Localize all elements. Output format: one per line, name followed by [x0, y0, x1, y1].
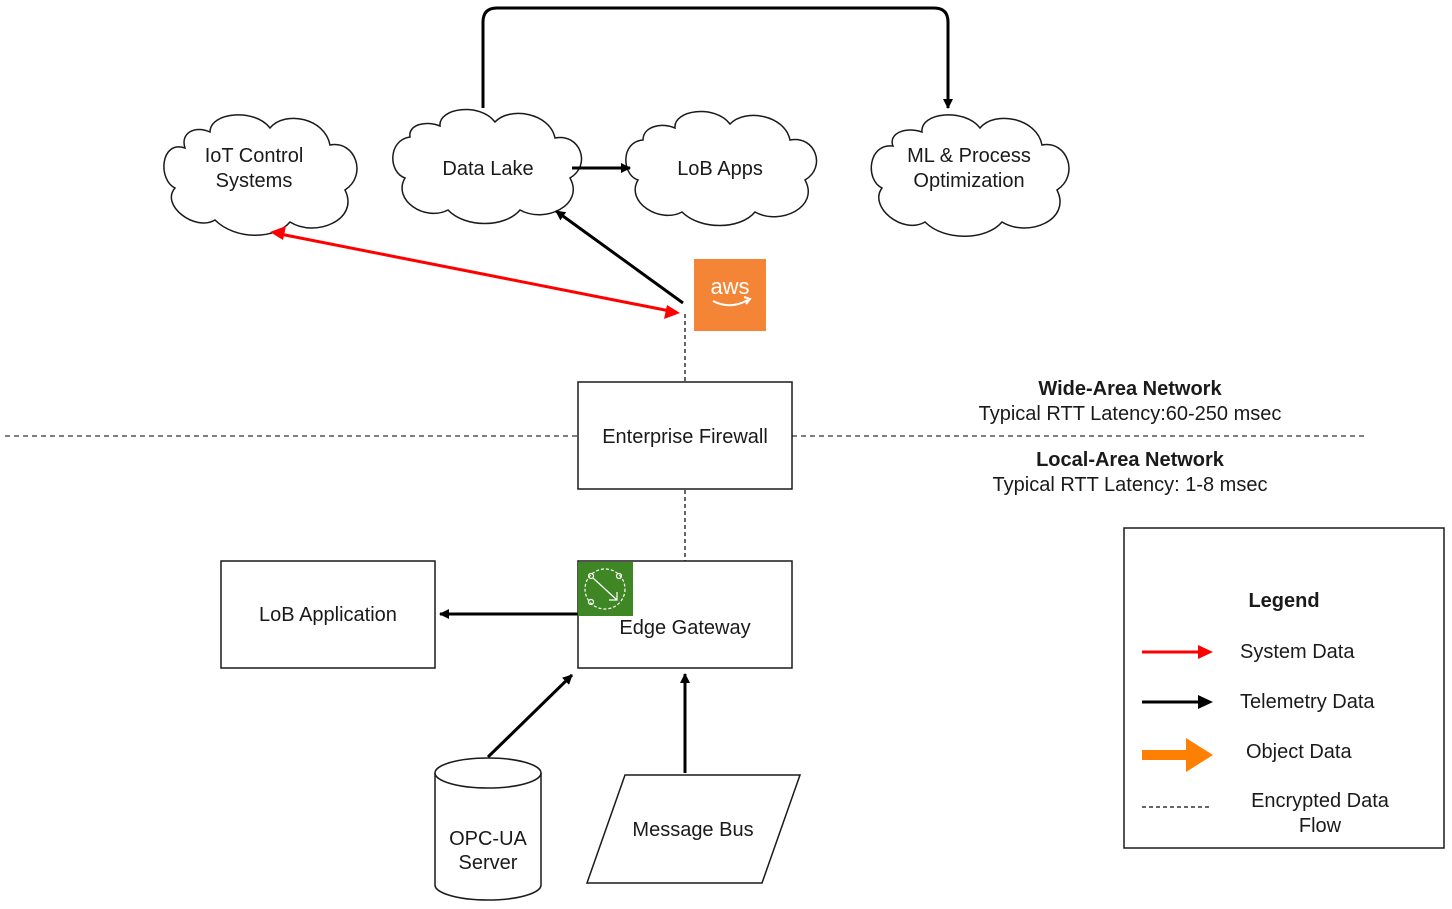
greengrass-icon	[578, 562, 633, 616]
legend-encrypted-label-2: Flow	[1299, 815, 1342, 837]
legend: Legend System Data Telemetry Data Object…	[1123, 527, 1445, 849]
cloud-iot-control-systems: IoT Control Systems	[163, 114, 358, 236]
ml-label-1: ML & Process	[907, 145, 1031, 167]
iot-control-label-2: Systems	[216, 170, 293, 192]
lan-latency: Typical RTT Latency: 1-8 msec	[993, 474, 1268, 496]
lob-application-label: LoB Application	[259, 604, 397, 626]
aws-to-datalake-arrow	[555, 209, 684, 305]
aws-logo-text: aws	[710, 274, 749, 299]
system-data-arrow	[270, 226, 680, 319]
wan-title: Wide-Area Network	[1038, 378, 1222, 400]
legend-system-data-label: System Data	[1240, 641, 1355, 663]
ml-label-2: Optimization	[913, 170, 1024, 192]
legend-telemetry-data-label: Telemetry Data	[1240, 691, 1375, 713]
legend-object-data: Object Data	[1142, 738, 1352, 772]
aws-logo: aws	[694, 259, 766, 331]
opcua-label-2: Server	[459, 852, 518, 874]
cloud-lob-apps: LoB Apps	[625, 110, 818, 227]
legend-system-data: System Data	[1142, 641, 1355, 663]
data-lake-label: Data Lake	[442, 158, 533, 180]
cloud-data-lake: Data Lake	[392, 108, 583, 225]
legend-object-data-label: Object Data	[1246, 741, 1352, 763]
opcua-label-1: OPC-UA	[449, 828, 527, 850]
legend-title: Legend	[1248, 590, 1319, 612]
legend-encrypted-label-1: Encrypted Data	[1251, 790, 1390, 812]
wan-latency: Typical RTT Latency:60-250 msec	[979, 403, 1282, 425]
iot-control-label-1: IoT Control	[205, 145, 304, 167]
datalake-to-ml-arrow	[481, 6, 953, 109]
enterprise-firewall-box: Enterprise Firewall	[577, 381, 793, 490]
message-bus-label: Message Bus	[632, 819, 753, 841]
firewall-label: Enterprise Firewall	[602, 426, 768, 448]
legend-telemetry-data: Telemetry Data	[1142, 691, 1375, 713]
lan-title: Local-Area Network	[1036, 449, 1225, 471]
lob-application-box: LoB Application	[220, 560, 436, 669]
legend-encrypted-flow: Encrypted Data Flow	[1142, 790, 1390, 837]
message-bus-shape: Message Bus	[585, 774, 802, 884]
lob-apps-label: LoB Apps	[677, 158, 763, 180]
edge-gateway-label: Edge Gateway	[619, 617, 750, 639]
opcua-to-gateway-arrow	[486, 673, 574, 759]
cloud-ml-process-optimization: ML & Process Optimization	[870, 114, 1070, 237]
opcua-server-cylinder: OPC-UA Server	[434, 757, 542, 901]
